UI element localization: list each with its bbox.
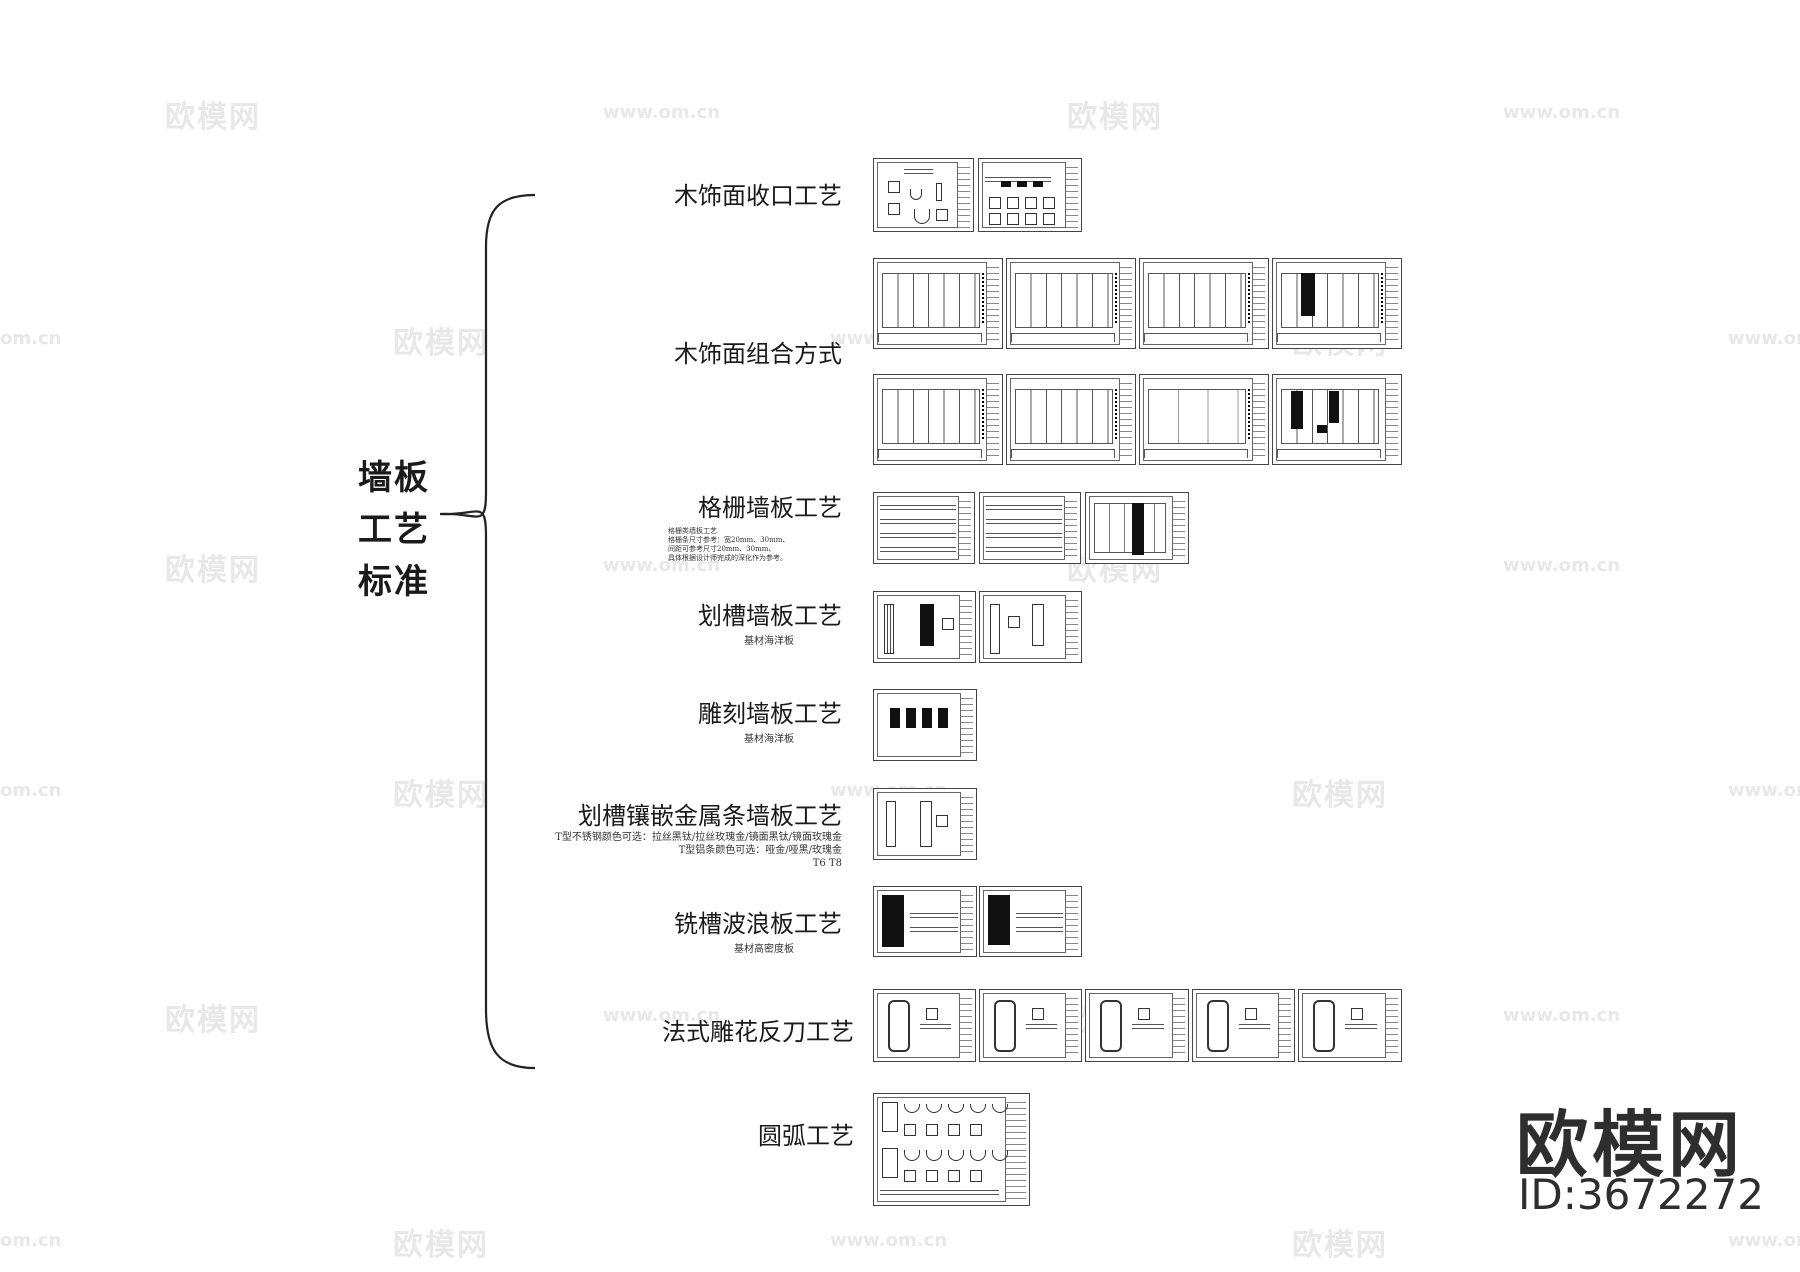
watermark-url: om.cn — [0, 780, 62, 801]
branch-label-grille: 格栅墙板工艺 格栅类墙板工艺 格栅条尺寸参考：宽20mm、30mm、 间距可参考… — [668, 488, 842, 562]
drawing-sheet-thumbnail[interactable] — [873, 788, 977, 860]
drawing-sheet-thumbnail[interactable] — [1085, 989, 1189, 1062]
watermark-url: om.cn — [0, 1230, 62, 1251]
drawing-sheet-thumbnail[interactable] — [1085, 492, 1189, 564]
drawing-sheet-thumbnail[interactable] — [873, 374, 1003, 465]
branch-label-groove-metal: 划槽镶嵌金属条墙板工艺 T型不锈钢颜色可选：拉丝黑钛/拉丝玫瑰金/镜面黑钛/镜面… — [555, 796, 842, 870]
drawing-sheet-thumbnail[interactable] — [1006, 374, 1136, 465]
watermark-brand: 欧模网 — [1067, 100, 1163, 135]
branch-note: T型不锈钢颜色可选：拉丝黑钛/拉丝玫瑰金/镜面黑钛/镜面玫瑰金 — [555, 832, 842, 843]
watermark-url: www.om.cn — [1728, 328, 1800, 349]
drawing-sheet-thumbnail[interactable] — [873, 492, 975, 564]
drawing-sheet-thumbnail[interactable] — [873, 1093, 1030, 1206]
watermark-url: www.om.cn — [1728, 1230, 1800, 1251]
drawing-sheet-thumbnail[interactable] — [873, 989, 976, 1062]
branch-title: 划槽墙板工艺 — [698, 602, 842, 630]
watermark-url: www.om.cn — [830, 1230, 948, 1251]
branch-note: T6 T8 — [812, 858, 842, 869]
branch-title: 铣槽波浪板工艺 — [674, 910, 842, 938]
watermark-url: om.cn — [0, 328, 62, 349]
branch-title: 木饰面收口工艺 — [674, 182, 842, 210]
branch-note: 基材海洋板 — [744, 636, 794, 647]
drawing-sheet-thumbnail[interactable] — [1139, 374, 1269, 465]
branch-title: 圆弧工艺 — [758, 1122, 854, 1150]
root-title-line: 墙板 — [358, 458, 430, 498]
branch-label-arc: 圆弧工艺 — [758, 1116, 854, 1151]
drawing-sheet-thumbnail[interactable] — [873, 689, 977, 761]
drawing-sheet-thumbnail[interactable] — [1298, 989, 1402, 1062]
watermark-brand: 欧模网 — [393, 1228, 489, 1263]
branch-note: 格栅类墙板工艺 — [668, 527, 717, 535]
branch-note: 格栅条尺寸参考：宽20mm、30mm、 — [668, 536, 790, 544]
root-title: 墙板 工艺 标准 — [358, 452, 430, 608]
branch-note: T型铝条颜色可选：哑金/哑黑/玫瑰金 — [678, 845, 842, 856]
branch-label-carve: 雕刻墙板工艺 基材海洋板 — [698, 694, 842, 746]
drawing-sheet-thumbnail[interactable] — [979, 989, 1082, 1062]
brand-logo: 欧模网 — [1516, 1103, 1745, 1187]
drawing-sheet-thumbnail[interactable] — [873, 158, 974, 232]
watermark-url: www.om.cn — [603, 102, 721, 123]
watermark-url: www.om.cn — [1503, 555, 1621, 576]
branch-title: 雕刻墙板工艺 — [698, 700, 842, 728]
branch-note: 具体根据设计师完成的深化作为参考。 — [668, 554, 787, 562]
branch-title: 木饰面组合方式 — [674, 340, 842, 368]
branch-label-wood-edge: 木饰面收口工艺 — [674, 176, 842, 211]
branch-note: 基材海洋板 — [744, 734, 794, 745]
watermark-brand: 欧模网 — [165, 1003, 261, 1038]
mindmap-brace — [440, 193, 536, 1070]
watermark-url: www.om.cn — [1503, 102, 1621, 123]
drawing-sheet-thumbnail[interactable] — [1006, 258, 1136, 349]
drawing-sheet-thumbnail[interactable] — [873, 591, 976, 663]
root-title-line: 工艺 — [358, 510, 430, 550]
drawing-sheet-thumbnail[interactable] — [979, 492, 1081, 564]
branch-label-wave: 铣槽波浪板工艺 基材高密度板 — [674, 904, 842, 956]
branch-note: 间距可参考尺寸20mm、30mm、 — [668, 545, 776, 553]
drawing-sheet-thumbnail[interactable] — [1272, 258, 1402, 349]
watermark-brand: 欧模网 — [165, 553, 261, 588]
watermark-url: www.om.cn — [1503, 1005, 1621, 1026]
branch-title: 法式雕花反刀工艺 — [662, 1018, 854, 1046]
watermark-brand: 欧模网 — [165, 100, 261, 135]
root-title-line: 标准 — [358, 562, 430, 602]
drawing-sheet-thumbnail[interactable] — [1192, 989, 1295, 1062]
branch-label-french: 法式雕花反刀工艺 — [662, 1012, 854, 1047]
branch-title: 格栅墙板工艺 — [698, 494, 842, 522]
branch-note: 基材高密度板 — [734, 944, 794, 955]
watermark-url: www.om.cn — [1728, 780, 1800, 801]
watermark-brand: 欧模网 — [1292, 778, 1388, 813]
drawing-sheet-thumbnail[interactable] — [979, 886, 1082, 957]
branch-label-wood-combo: 木饰面组合方式 — [674, 334, 842, 369]
model-id-label: ID:3672272 — [1518, 1170, 1764, 1219]
watermark-brand: 欧模网 — [1292, 1228, 1388, 1263]
drawing-sheet-thumbnail[interactable] — [873, 258, 1003, 349]
branch-title: 划槽镶嵌金属条墙板工艺 — [578, 802, 842, 830]
branch-notes: 格栅类墙板工艺 格栅条尺寸参考：宽20mm、30mm、 间距可参考尺寸20mm、… — [668, 527, 812, 563]
drawing-sheet-thumbnail[interactable] — [1272, 374, 1402, 465]
drawing-sheet-thumbnail[interactable] — [979, 591, 1082, 663]
branch-label-groove: 划槽墙板工艺 基材海洋板 — [698, 596, 842, 648]
drawing-sheet-thumbnail[interactable] — [978, 158, 1082, 232]
drawing-sheet-thumbnail[interactable] — [873, 886, 977, 957]
drawing-sheet-thumbnail[interactable] — [1139, 258, 1269, 349]
